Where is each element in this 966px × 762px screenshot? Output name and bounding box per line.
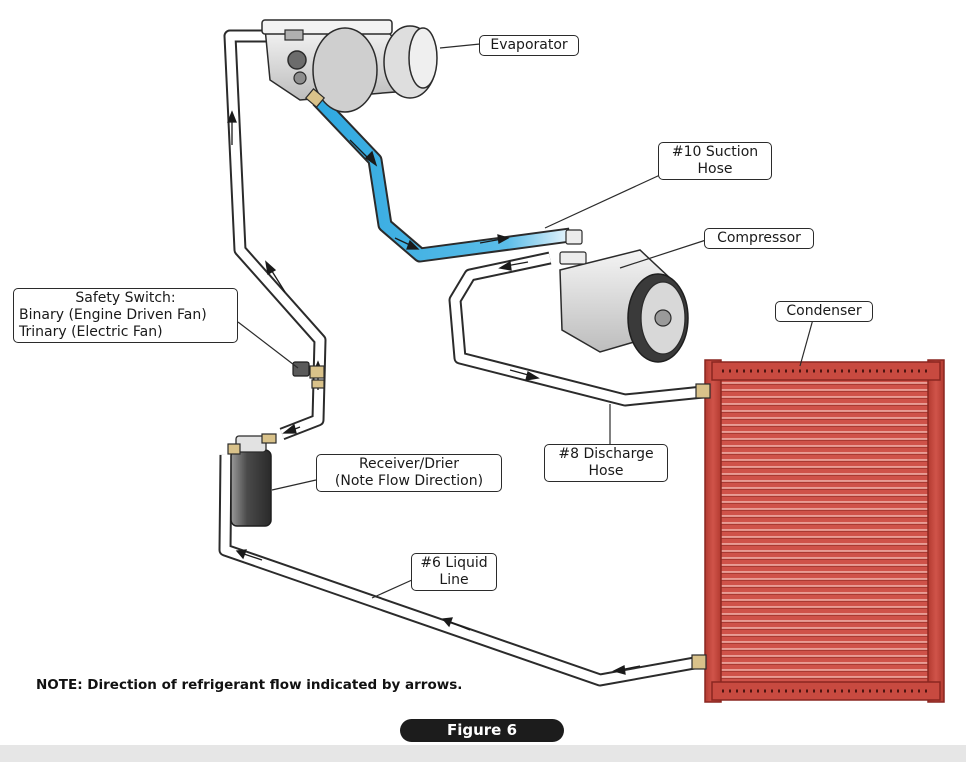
safety-switch (292, 361, 325, 389)
flow-arrow-icon (509, 369, 540, 381)
receiver-drier (227, 433, 277, 527)
safety-switch-label: Safety Switch: Binary (Engine Driven Fan… (13, 288, 238, 343)
flow-arrow-icon (479, 234, 510, 245)
compressor-unit (559, 229, 689, 363)
liquid-line-hose (218, 454, 702, 687)
condenser-unit (691, 359, 945, 703)
flow-arrow-icon (235, 549, 263, 561)
flow-arrow-icon (394, 237, 420, 250)
condenser-label: Condenser (775, 301, 873, 322)
flow-arrow-icon (282, 423, 301, 434)
leader-lines (237, 43, 816, 599)
evaporator-label: Evaporator (479, 35, 579, 56)
flow-arrow-icon (349, 139, 378, 167)
discharge-hose (448, 251, 704, 407)
footer-bar (0, 745, 966, 762)
receiver-drier-label: Receiver/Drier(Note Flow Direction) (316, 454, 502, 492)
flow-arrow-icon (227, 110, 237, 145)
flow-arrow-icon (498, 260, 529, 271)
evaporator-unit (261, 19, 438, 113)
flow-arrow-icon (612, 665, 641, 675)
flow-arrow-icon (265, 260, 286, 293)
suction-hose (312, 94, 571, 263)
receiver-to-evaporator-hose (223, 29, 327, 441)
compressor-label: Compressor (704, 228, 814, 249)
flow-note: NOTE: Direction of refrigerant flow indi… (36, 677, 463, 693)
flow-arrow-icon (441, 617, 471, 631)
figure-label: Figure 6 (400, 719, 564, 742)
